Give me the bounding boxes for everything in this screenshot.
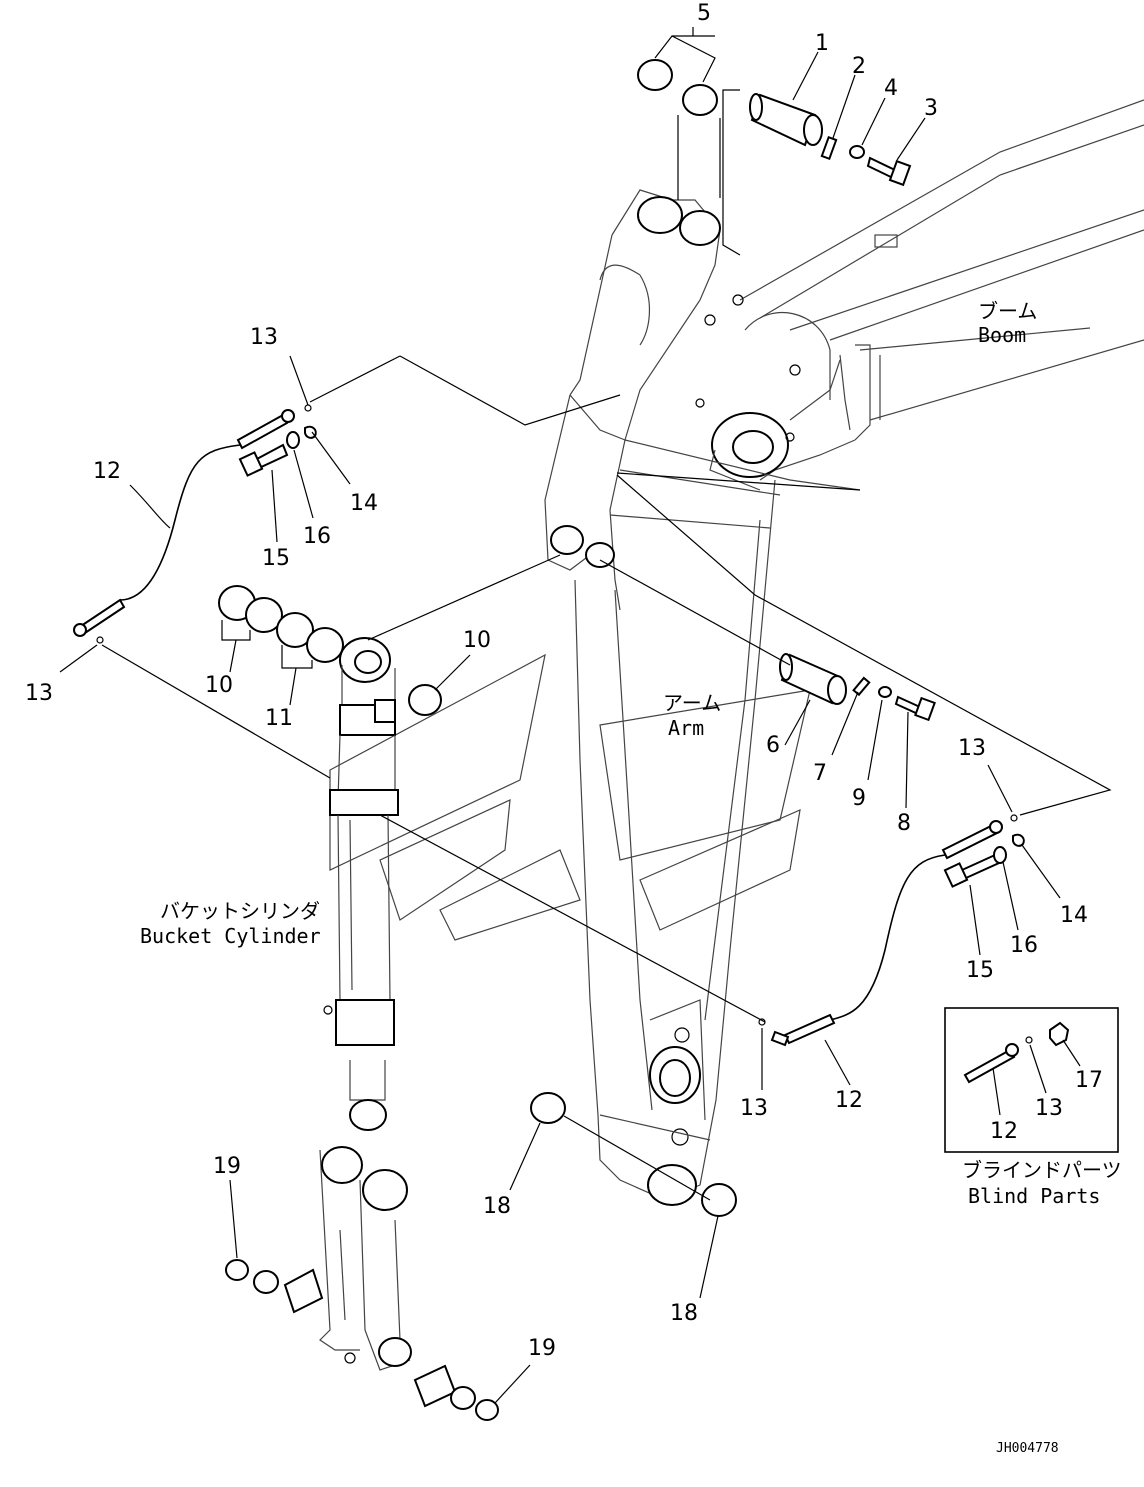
callout-13-top: 13 xyxy=(250,325,278,350)
callout-8: 8 xyxy=(897,811,911,836)
callout-15-lower: 15 xyxy=(966,958,994,983)
callout-15-upper: 15 xyxy=(262,546,290,571)
blind-parts-label-en: Blind Parts xyxy=(968,1184,1100,1208)
washer-16-lower xyxy=(993,846,1007,864)
callout-3: 3 xyxy=(924,96,938,121)
part-labels: ブーム Boom アーム Arm バケットシリンダ Bucket Cylinde… xyxy=(140,299,1122,1456)
o-ring-19a xyxy=(225,1259,249,1281)
callout-18-left: 18 xyxy=(483,1194,511,1219)
callout-13-blind: 13 xyxy=(1035,1096,1063,1121)
clip-14-lower xyxy=(1012,833,1025,847)
callout-19-lower: 19 xyxy=(528,1336,556,1361)
shim-5a xyxy=(637,59,673,91)
dust-seal-a xyxy=(253,1270,279,1294)
shim-10c xyxy=(408,684,442,716)
callout-4: 4 xyxy=(884,76,898,101)
arm-label-en: Arm xyxy=(668,716,704,740)
blind-parts-box xyxy=(944,1007,1119,1153)
lock-plate-7 xyxy=(852,676,871,697)
callout-12-blind: 12 xyxy=(990,1119,1018,1144)
shim-5b xyxy=(682,84,718,116)
callout-13-left: 13 xyxy=(25,681,53,706)
clip-14-upper xyxy=(304,425,317,439)
grease-hose-12-upper xyxy=(73,404,312,644)
shim-11a xyxy=(276,612,314,648)
o-ring-19b xyxy=(475,1399,499,1421)
boom-label-jp: ブーム xyxy=(978,299,1037,323)
bucket-cylinder-label-en: Bucket Cylinder xyxy=(140,924,321,948)
callout-numbers: 5 1 2 4 3 13 12 14 16 15 10 13 10 11 6 7… xyxy=(25,1,1103,1361)
callout-19-upper: 19 xyxy=(213,1154,241,1179)
o-ring-18a xyxy=(530,1092,566,1124)
callout-13-lower: 13 xyxy=(740,1096,768,1121)
leader-lines xyxy=(59,27,1112,1404)
bolt-8 xyxy=(894,695,936,722)
callout-5: 5 xyxy=(697,1,711,26)
callout-13-right: 13 xyxy=(958,736,986,761)
pin-1 xyxy=(749,93,823,147)
diagram-code: JH004778 xyxy=(996,1441,1059,1456)
callout-17: 17 xyxy=(1075,1068,1103,1093)
callout-6: 6 xyxy=(766,733,780,758)
bucket-links-drawing xyxy=(319,1146,412,1371)
arm-label-jp: アーム xyxy=(663,691,721,715)
callout-16-lower: 16 xyxy=(1010,933,1038,958)
boom-label-en: Boom xyxy=(978,323,1026,347)
washer-9 xyxy=(878,686,892,698)
lock-plate-2 xyxy=(820,135,838,161)
dust-seal-b xyxy=(450,1386,476,1410)
callout-14-upper: 14 xyxy=(350,491,378,516)
callout-12-upper: 12 xyxy=(93,459,121,484)
washer-4 xyxy=(849,145,865,159)
pin-6 xyxy=(779,653,847,705)
callout-10-right: 10 xyxy=(463,628,491,653)
bolt-15-lower xyxy=(943,853,1001,888)
callout-10-left: 10 xyxy=(205,673,233,698)
arm-drawing xyxy=(329,189,861,1206)
bolt-3 xyxy=(866,156,912,187)
shim-11b xyxy=(306,627,344,663)
bolt-15-upper xyxy=(238,443,289,477)
boom-drawing xyxy=(695,99,1144,491)
callout-11: 11 xyxy=(265,706,293,731)
bucket-cylinder-label-jp: バケットシリンダ xyxy=(160,899,320,923)
o-ring-18b xyxy=(701,1183,737,1217)
callout-7: 7 xyxy=(813,761,827,786)
bushing-b xyxy=(413,1364,457,1408)
blind-parts-label-jp: ブラインドパーツ xyxy=(962,1158,1122,1182)
shim-10b xyxy=(245,597,283,633)
callout-2: 2 xyxy=(852,54,866,79)
grease-hose-12-lower xyxy=(758,814,1018,1047)
callout-18-right: 18 xyxy=(670,1301,698,1326)
callout-14-lower: 14 xyxy=(1060,903,1088,928)
callout-12-lower: 12 xyxy=(835,1088,863,1113)
bushing-a xyxy=(283,1268,324,1314)
callout-16-upper: 16 xyxy=(303,524,331,549)
callout-1: 1 xyxy=(815,31,829,56)
bucket-cylinder-drawing xyxy=(323,637,399,1131)
callout-9: 9 xyxy=(852,786,866,811)
washer-16-upper xyxy=(286,431,300,449)
